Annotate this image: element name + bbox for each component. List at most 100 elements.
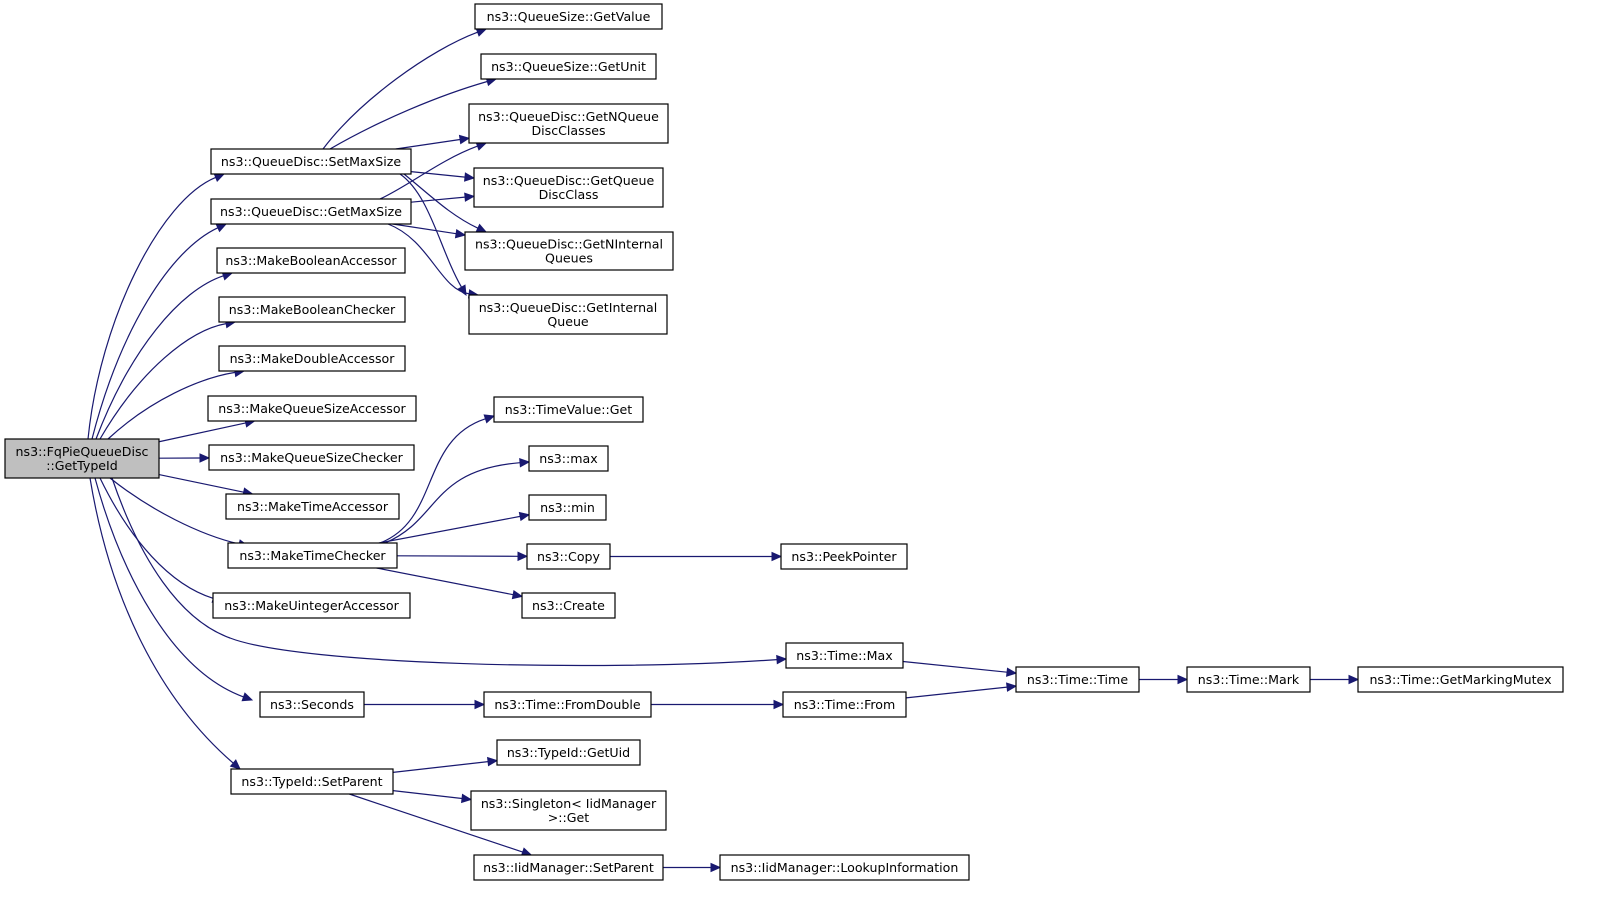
arrowhead xyxy=(241,692,254,702)
node-label: ns3::QueueDisc::GetInternal xyxy=(479,300,658,315)
node-singleton[interactable]: ns3::Singleton< IidManager>::Get xyxy=(470,790,667,831)
node-mkqsacc[interactable]: ns3::MakeQueueSizeAccessor xyxy=(207,395,417,422)
node-box xyxy=(227,542,398,569)
node-box xyxy=(785,642,904,669)
edge-root-to-timemax xyxy=(111,477,788,667)
arrowhead xyxy=(483,414,496,424)
edge-iidsetparent-to-lookupinfo xyxy=(663,862,722,873)
edge-timefrom-to-timetime xyxy=(905,682,1018,699)
node-mkdblacc[interactable]: ns3::MakeDoubleAccessor xyxy=(218,345,406,372)
node-timemax[interactable]: ns3::Time::Max xyxy=(785,642,904,669)
edge-setmax-to-qsgetvalue xyxy=(322,27,488,150)
node-box xyxy=(210,198,412,225)
node-box xyxy=(207,395,417,422)
node-setmax[interactable]: ns3::QueueDisc::SetMaxSize xyxy=(210,148,412,175)
edge-root-to-seconds xyxy=(94,477,254,702)
node-label: ns3::PeekPointer xyxy=(791,549,897,564)
node-label: ns3::QueueSize::GetValue xyxy=(487,9,651,24)
edge-line xyxy=(349,793,523,853)
node-label: ns3::Time::Mark xyxy=(1198,672,1300,687)
node-min[interactable]: ns3::min xyxy=(528,494,607,521)
node-box xyxy=(528,445,609,472)
node-mkuintacc[interactable]: ns3::MakeUintegerAccessor xyxy=(212,592,411,619)
node-label: >::Get xyxy=(548,810,590,825)
node-label: ns3::FqPieQueueDisc xyxy=(16,444,149,459)
edge-line xyxy=(905,686,1008,699)
arrowhead xyxy=(213,173,226,183)
node-seconds[interactable]: ns3::Seconds xyxy=(259,691,365,718)
node-box xyxy=(468,294,668,335)
edge-line xyxy=(379,145,478,200)
edge-line xyxy=(379,418,486,544)
node-fromdouble[interactable]: ns3::Time::FromDouble xyxy=(483,691,652,718)
edge-setparent-to-getuid xyxy=(392,756,499,773)
node-label: ns3::MakeQueueSizeAccessor xyxy=(218,401,406,416)
edge-setparent-to-singleton xyxy=(392,790,473,804)
edge-mktimechk-to-tvget xyxy=(379,414,496,544)
node-timetime[interactable]: ns3::Time::Time xyxy=(1015,666,1140,693)
arrowhead xyxy=(464,192,476,202)
edge-getmax-to-getqdc xyxy=(410,192,476,203)
arrowhead xyxy=(517,551,529,562)
node-box xyxy=(464,231,674,271)
edge-root-to-mkqschk xyxy=(158,453,211,463)
node-label: ns3::MakeBooleanChecker xyxy=(229,302,396,317)
node-label: ns3::QueueSize::GetUnit xyxy=(491,59,646,74)
node-label: ns3::Create xyxy=(532,598,605,613)
node-setparent[interactable]: ns3::TypeId::SetParent xyxy=(230,768,394,795)
node-box xyxy=(780,543,908,570)
node-box xyxy=(212,592,411,619)
nodes-layer: ns3::FqPieQueueDisc::GetTypeId ns3::Queue… xyxy=(4,3,1564,881)
node-label: ns3::MakeQueueSizeChecker xyxy=(220,450,403,465)
node-copy[interactable]: ns3::Copy xyxy=(526,543,611,570)
arrowhead xyxy=(518,511,531,522)
node-timemark[interactable]: ns3::Time::Mark xyxy=(1186,666,1311,693)
edge-line xyxy=(109,477,240,545)
edge-line xyxy=(107,371,236,440)
node-getmax[interactable]: ns3::QueueDisc::GetMaxSize xyxy=(210,198,412,225)
node-label: ns3::Copy xyxy=(537,549,601,564)
node-iidsetparent[interactable]: ns3::IidManager::SetParent xyxy=(473,854,664,881)
node-lookupinfo[interactable]: ns3::IidManager::LookupInformation xyxy=(719,854,970,881)
edge-line xyxy=(392,790,463,800)
edge-line xyxy=(322,31,478,150)
node-mkboolacc[interactable]: ns3::MakeBooleanAccessor xyxy=(216,247,406,274)
node-box xyxy=(496,739,641,766)
node-tvget[interactable]: ns3::TimeValue::Get xyxy=(493,396,644,423)
node-mktimechk[interactable]: ns3::MakeTimeChecker xyxy=(227,542,398,569)
edge-timemark-to-markmutex xyxy=(1310,674,1360,685)
node-label: ns3::QueueDisc::GetQueue xyxy=(483,173,655,188)
node-box xyxy=(493,396,644,423)
node-create[interactable]: ns3::Create xyxy=(521,592,616,619)
arrowhead xyxy=(710,862,722,873)
node-peekptr[interactable]: ns3::PeekPointer xyxy=(780,543,908,570)
node-label: ns3::QueueDisc::GetNInternal xyxy=(475,237,663,252)
node-mkboolchk[interactable]: ns3::MakeBooleanChecker xyxy=(218,296,406,323)
node-root[interactable]: ns3::FqPieQueueDisc::GetTypeId xyxy=(4,438,160,479)
node-qsgetunit[interactable]: ns3::QueueSize::GetUnit xyxy=(480,53,657,80)
node-box xyxy=(1015,666,1140,693)
edge-timetime-to-timemark xyxy=(1139,674,1189,685)
node-timefrom[interactable]: ns3::Time::From xyxy=(782,691,907,718)
node-label: ns3::Time::Time xyxy=(1027,672,1128,687)
node-markmutex[interactable]: ns3::Time::GetMarkingMutex xyxy=(1357,666,1564,693)
node-qsgetvalue[interactable]: ns3::QueueSize::GetValue xyxy=(474,3,663,30)
node-label: ns3::Time::Max xyxy=(796,648,893,663)
node-box xyxy=(218,296,406,323)
arrowhead xyxy=(511,589,524,600)
edge-line xyxy=(94,477,244,698)
node-label: ns3::min xyxy=(540,500,595,515)
edge-mktimechk-to-max xyxy=(384,457,531,544)
node-mkqschk[interactable]: ns3::MakeQueueSizeChecker xyxy=(208,444,415,471)
edge-line xyxy=(99,477,214,599)
node-getuid[interactable]: ns3::TypeId::GetUid xyxy=(496,739,641,766)
node-max[interactable]: ns3::max xyxy=(528,445,609,472)
arrowhead xyxy=(1177,674,1189,685)
edge-fromdouble-to-timefrom xyxy=(651,699,785,710)
node-mktimeacc[interactable]: ns3::MakeTimeAccessor xyxy=(225,493,400,520)
